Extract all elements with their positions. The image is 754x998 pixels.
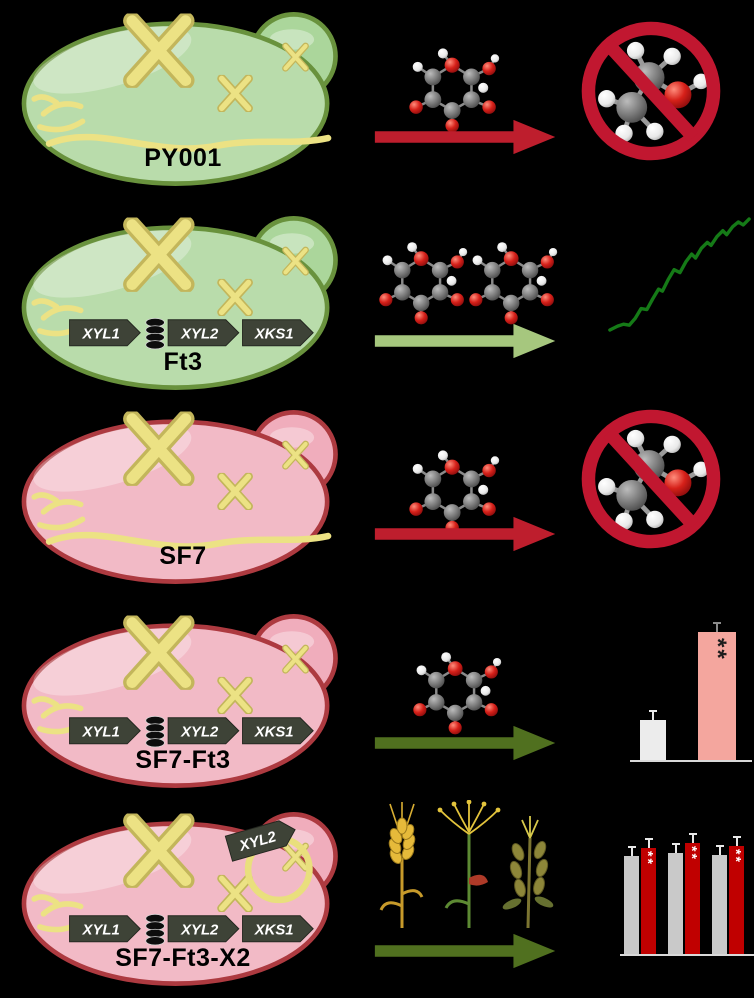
yeast-cell-graphic: XYL2 XYL1 XYL2 XKS1 xyxy=(2,806,364,992)
no-ethanol-icon xyxy=(574,402,728,556)
xylose-molecule-icon xyxy=(466,234,558,326)
yeast-cell-sf7: SF7 xyxy=(2,404,364,590)
gene-label: XYL2 xyxy=(180,724,219,740)
bar-red-2: ** xyxy=(684,833,701,954)
error-bar-icon xyxy=(715,845,724,855)
row-py001: PY001 xyxy=(0,0,754,198)
wheat-icon xyxy=(379,802,424,928)
strain-label: SF7-Ft3-X2 xyxy=(115,944,251,972)
row-sf7-ft3: XYL1 XYL2 XKS1 SF7-Ft3 xyxy=(0,600,754,796)
reaction-arrow-red xyxy=(370,515,560,553)
seed-plant-icon xyxy=(502,816,554,929)
yeast-cell-graphic: XYL1 XYL2 XKS1 xyxy=(2,608,364,794)
error-bar-icon xyxy=(644,838,653,848)
gene-label: XKS1 xyxy=(254,922,294,938)
error-bar-icon xyxy=(732,836,741,846)
biomass-ethanol-bar-chart: ** ** ** xyxy=(620,806,754,960)
reaction-arrow-light-green xyxy=(370,322,560,360)
strain-label: SF7-Ft3 xyxy=(135,746,231,774)
bar-strain: ** xyxy=(698,622,736,760)
gene-label: XKS1 xyxy=(254,724,294,740)
gene-label: XYL2 xyxy=(180,326,219,342)
error-bar-icon xyxy=(649,710,657,720)
strain-label: PY001 xyxy=(144,144,222,172)
strain-label: SF7 xyxy=(159,542,207,570)
strain-label: Ft3 xyxy=(163,348,203,376)
ethanol-bar-chart: ** xyxy=(630,608,752,766)
gene-label: XYL1 xyxy=(82,326,120,342)
bar-gray-3 xyxy=(712,845,727,954)
reaction-arrow-dark-green xyxy=(370,932,560,970)
reaction-arrow-red xyxy=(370,118,560,156)
biomass-plants xyxy=(372,800,564,932)
spacer-ovals-icon xyxy=(145,913,165,946)
bar-gray-2 xyxy=(668,843,683,954)
significance-stars: ** xyxy=(704,638,731,661)
error-bar-icon xyxy=(671,843,680,853)
gene-label: XYL1 xyxy=(82,724,120,740)
significance-stars: ** xyxy=(728,849,745,864)
row-sf7: SF7 xyxy=(0,398,754,600)
bar-reference xyxy=(640,710,666,760)
gene-cassette: XYL1 XYL2 XKS1 xyxy=(69,317,314,350)
bar-gray-1 xyxy=(624,846,639,954)
significance-stars: ** xyxy=(684,846,701,861)
error-bar-icon xyxy=(627,846,636,856)
error-bar-icon xyxy=(713,622,721,632)
gene-cassette: XYL1 XYL2 XKS1 xyxy=(69,913,314,946)
yeast-cell-sf7-ft3: XYL1 XYL2 XKS1 SF7-Ft3 xyxy=(2,608,364,794)
row-ft3: XYL1 XYL2 XKS1 Ft3 xyxy=(0,198,754,398)
bar-red-1: ** xyxy=(640,838,657,954)
gene-label: XYL2 xyxy=(180,922,219,938)
bar-red-3: ** xyxy=(728,836,745,954)
error-bar-icon xyxy=(688,833,697,843)
gene-cassette: XYL1 XYL2 XKS1 xyxy=(69,715,314,748)
row-sf7-ft3-x2: XYL2 XYL1 XYL2 XKS1 SF7-Ft3-X2 xyxy=(0,796,754,998)
yeast-cell-py001: PY001 xyxy=(2,6,364,192)
no-ethanol-icon xyxy=(574,14,728,168)
reaction-arrow-dark-green xyxy=(370,724,560,762)
yeast-cell-graphic: XYL1 XYL2 XKS1 xyxy=(2,210,364,396)
chart-baseline xyxy=(620,954,754,956)
xylose-molecule-icon xyxy=(376,234,468,326)
gene-label: XKS1 xyxy=(254,326,294,342)
chart-baseline xyxy=(630,760,752,762)
xylose-molecule-icon xyxy=(410,644,502,736)
gene-label: XYL1 xyxy=(82,922,120,938)
spacer-ovals-icon xyxy=(145,317,165,350)
yeast-cell-sf7-ft3-x2: XYL2 XYL1 XYL2 XKS1 SF7-Ft3-X2 xyxy=(2,806,364,992)
grass-flower-icon xyxy=(437,800,501,928)
spacer-ovals-icon xyxy=(145,715,165,748)
significance-stars: ** xyxy=(640,851,657,866)
yeast-cell-ft3: XYL1 XYL2 XKS1 Ft3 xyxy=(2,210,364,396)
growth-curve-icon xyxy=(606,214,752,338)
